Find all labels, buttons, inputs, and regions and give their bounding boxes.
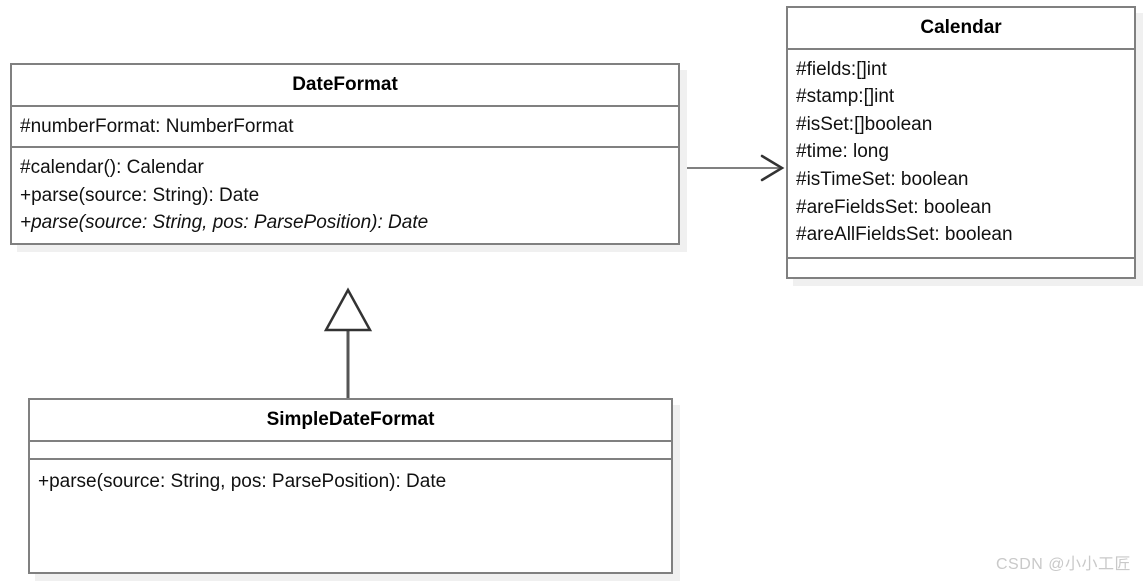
operation-row: +parse(source: String, pos: ParsePositio… (38, 470, 447, 492)
attribute-row: #time: long (796, 141, 889, 163)
uml-class-calendar[interactable]: Calendar #fields:[]int #stamp:[]int #isS… (786, 6, 1136, 279)
divider (30, 457, 671, 460)
divider (788, 47, 1134, 50)
operations-compartment: #calendar(): Calendar +parse(source: Str… (12, 148, 678, 243)
operations-compartment-empty (788, 259, 1134, 277)
uml-class-dateformat[interactable]: DateFormat #numberFormat: NumberFormat #… (10, 63, 680, 246)
attribute-row: #areFieldsSet: boolean (796, 196, 992, 218)
divider (12, 104, 678, 107)
attribute-row: #fields:[]int (796, 58, 887, 80)
attribute-row: #areAllFieldsSet: boolean (796, 224, 1013, 246)
attribute-row: #stamp:[]int (796, 86, 895, 108)
operation-row: #calendar(): Calendar (20, 157, 204, 179)
hollow-triangle-icon (323, 287, 373, 332)
divider (30, 439, 671, 442)
attributes-compartment: #fields:[]int #stamp:[]int #isSet:[]bool… (788, 50, 1134, 257)
attributes-compartment: #numberFormat: NumberFormat (12, 107, 678, 147)
divider (788, 256, 1134, 259)
generalization-simpledateformat-dateformat (323, 287, 373, 398)
class-name-dateformat: DateFormat (292, 74, 398, 95)
watermark-text: CSDN @小小工匠 (995, 556, 1131, 573)
open-arrow-icon (760, 154, 785, 182)
class-name-calendar: Calendar (920, 17, 1002, 38)
attribute-row: #isTimeSet: boolean (796, 169, 969, 191)
uml-class-simpledateformat[interactable]: SimpleDateFormat +parse(source: String, … (28, 398, 673, 574)
attribute-row: #isSet:[]boolean (796, 113, 933, 135)
operations-compartment: +parse(source: String, pos: ParsePositio… (30, 460, 671, 502)
association-dateformat-calendar (678, 154, 785, 182)
operation-row: +parse(source: String): Date (20, 184, 260, 206)
divider (12, 146, 678, 149)
attributes-compartment-empty (30, 442, 671, 458)
class-name-simpledateformat: SimpleDateFormat (266, 409, 435, 430)
attribute-row: #numberFormat: NumberFormat (20, 115, 294, 137)
operation-row-abstract: +parse(source: String, pos: ParsePositio… (20, 212, 429, 234)
